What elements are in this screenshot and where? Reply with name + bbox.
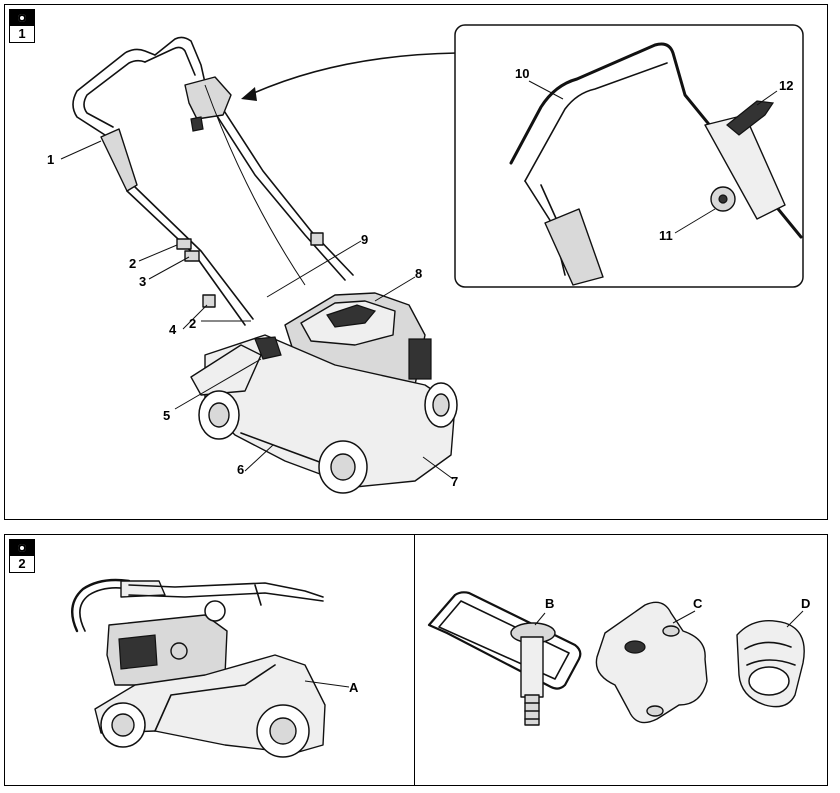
- figure-2-folded-mower-drawing: [71, 578, 350, 758]
- detail-pointer-arrow: [244, 52, 458, 98]
- engine-brake-lever: [184, 76, 232, 120]
- figure-2-panel: 2 A: [4, 534, 416, 786]
- callout-D: D: [801, 596, 811, 611]
- callout-5: 5: [163, 408, 171, 423]
- camera-icon: [10, 10, 34, 26]
- handle-top-bar: [154, 36, 211, 106]
- figure-1-drawing: [60, 24, 804, 494]
- callout-4: 4: [169, 322, 177, 337]
- figure-2-parts-panel: B C D: [414, 534, 828, 786]
- rear-flap: [190, 344, 262, 396]
- figure-2-parts-drawing: [427, 591, 805, 726]
- callout-10: 10: [515, 66, 530, 81]
- detail-lever: [726, 100, 775, 136]
- callout-12: 12: [779, 78, 794, 93]
- callout-C: C: [693, 596, 703, 611]
- callout-A: A: [349, 680, 359, 695]
- part-c-star-knob: [595, 601, 708, 724]
- figure-2-number: 2: [18, 556, 26, 571]
- callout-7: 7: [451, 474, 459, 489]
- figure-1-number: 1: [18, 26, 26, 41]
- figure-2-badge: 2: [9, 539, 35, 573]
- part-c-knob-hole: [624, 640, 646, 654]
- callout-2-lower: 2: [189, 316, 197, 331]
- handle-left-bar: [72, 48, 156, 136]
- cable-clip: [176, 238, 192, 250]
- callout-1: 1: [47, 152, 55, 167]
- callout-11: 11: [659, 228, 673, 243]
- part-b-bracket: [427, 591, 582, 690]
- callout-6: 6: [237, 462, 245, 477]
- figure-1-panel: 1: [4, 4, 828, 520]
- camera-icon: [10, 540, 34, 556]
- callout-3: 3: [139, 274, 147, 289]
- part-b-bolt-shaft: [524, 694, 540, 726]
- figure-1-badge: 1: [9, 9, 35, 43]
- callout-9: 9: [361, 232, 369, 247]
- callout-B: B: [545, 596, 555, 611]
- callout-8: 8: [415, 266, 423, 281]
- detail-inset: [454, 24, 804, 288]
- handle-grip: [100, 128, 138, 192]
- callout-2: 2: [129, 256, 137, 271]
- detail-handle-grip: [544, 208, 604, 286]
